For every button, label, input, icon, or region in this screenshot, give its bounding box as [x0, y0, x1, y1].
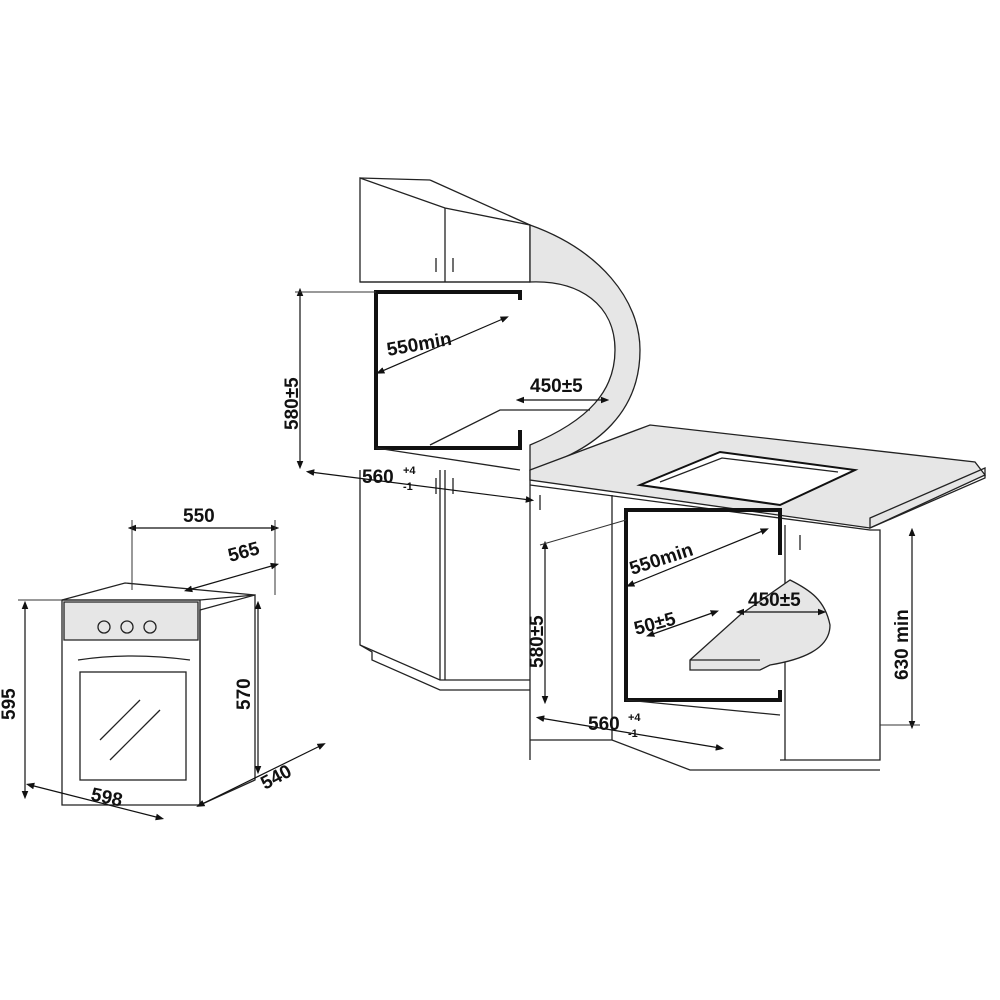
tall-niche-height-label: 580±5: [282, 377, 303, 430]
under-niche-width-label: 560: [588, 714, 620, 735]
upper-cabinet: [359, 177, 531, 283]
tall-cabinet-niche: [374, 290, 590, 471]
oven-depth-total-label: 565: [226, 538, 262, 567]
under-tol-plus: +4: [628, 712, 641, 724]
under-niche-height-label: 580±5: [527, 615, 548, 668]
under-counter-cabinet: [529, 484, 881, 771]
oven-body-height-label: 570: [234, 678, 255, 710]
oven-body-depth-label: 540: [257, 761, 295, 794]
dimension-lines: [18, 287, 920, 821]
oven-drawing: [61, 582, 256, 807]
wall-cutout: [529, 224, 641, 471]
under-tol-minus: -1: [628, 728, 638, 740]
tall-vent-depth-label: 450±5: [530, 376, 583, 397]
oven-width-label: 598: [89, 784, 124, 811]
lower-tall-cabinet: [359, 470, 531, 760]
oven-height-label: 595: [0, 688, 20, 720]
tall-niche-width-label: 560: [362, 467, 394, 488]
oven-depth-top-label: 550: [183, 506, 215, 527]
countertop: [529, 424, 987, 529]
under-vent-gap-label: 50±5: [632, 609, 679, 640]
under-vent-depth-label: 450±5: [748, 590, 801, 611]
tall-depth-min-label: 550min: [385, 329, 453, 361]
tall-tol-plus: +4: [403, 465, 416, 477]
counter-height-label: 630 min: [892, 609, 913, 680]
under-depth-min-label: 550min: [627, 540, 696, 580]
tall-tol-minus: -1: [403, 481, 413, 493]
